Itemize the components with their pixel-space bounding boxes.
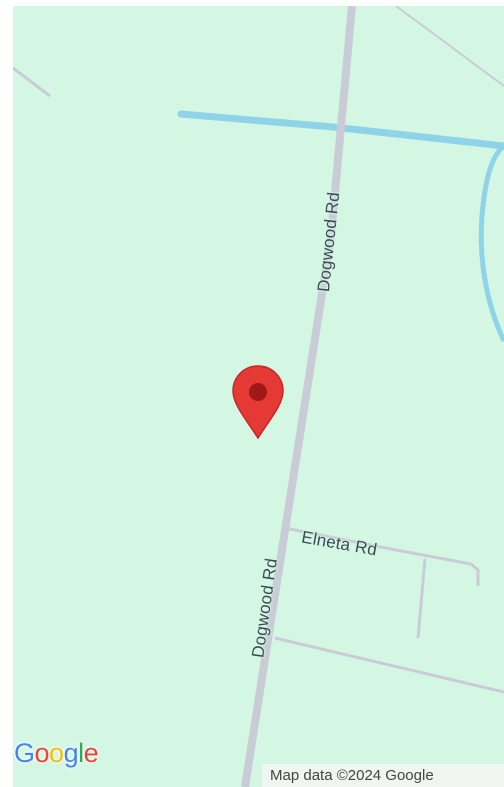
logo-letter: o xyxy=(34,738,50,768)
google-logo[interactable]: Google xyxy=(14,738,99,768)
logo-letter: G xyxy=(14,738,35,768)
map-layer xyxy=(13,6,504,787)
map-canvas[interactable]: Dogwood Rd Dogwood Rd Elneta Rd xyxy=(13,6,504,787)
pin-center-dot xyxy=(249,383,267,401)
southern-side-road xyxy=(274,636,504,694)
pin-body xyxy=(232,365,284,440)
map-pin-icon[interactable] xyxy=(232,365,284,440)
logo-letter: e xyxy=(83,738,99,768)
logo-letter: l xyxy=(78,738,84,768)
elneta-branch-road xyxy=(416,558,427,639)
logo-letter: g xyxy=(63,738,79,768)
stream-waterway xyxy=(478,144,504,343)
minor-road-northeast xyxy=(395,6,504,87)
map-attribution[interactable]: Map data ©2024 Google xyxy=(262,764,504,787)
elneta-road xyxy=(284,526,480,586)
canal-waterway xyxy=(177,110,504,150)
minor-road-northwest xyxy=(13,66,51,98)
dogwood-road xyxy=(241,6,356,787)
logo-letter: o xyxy=(49,738,64,768)
